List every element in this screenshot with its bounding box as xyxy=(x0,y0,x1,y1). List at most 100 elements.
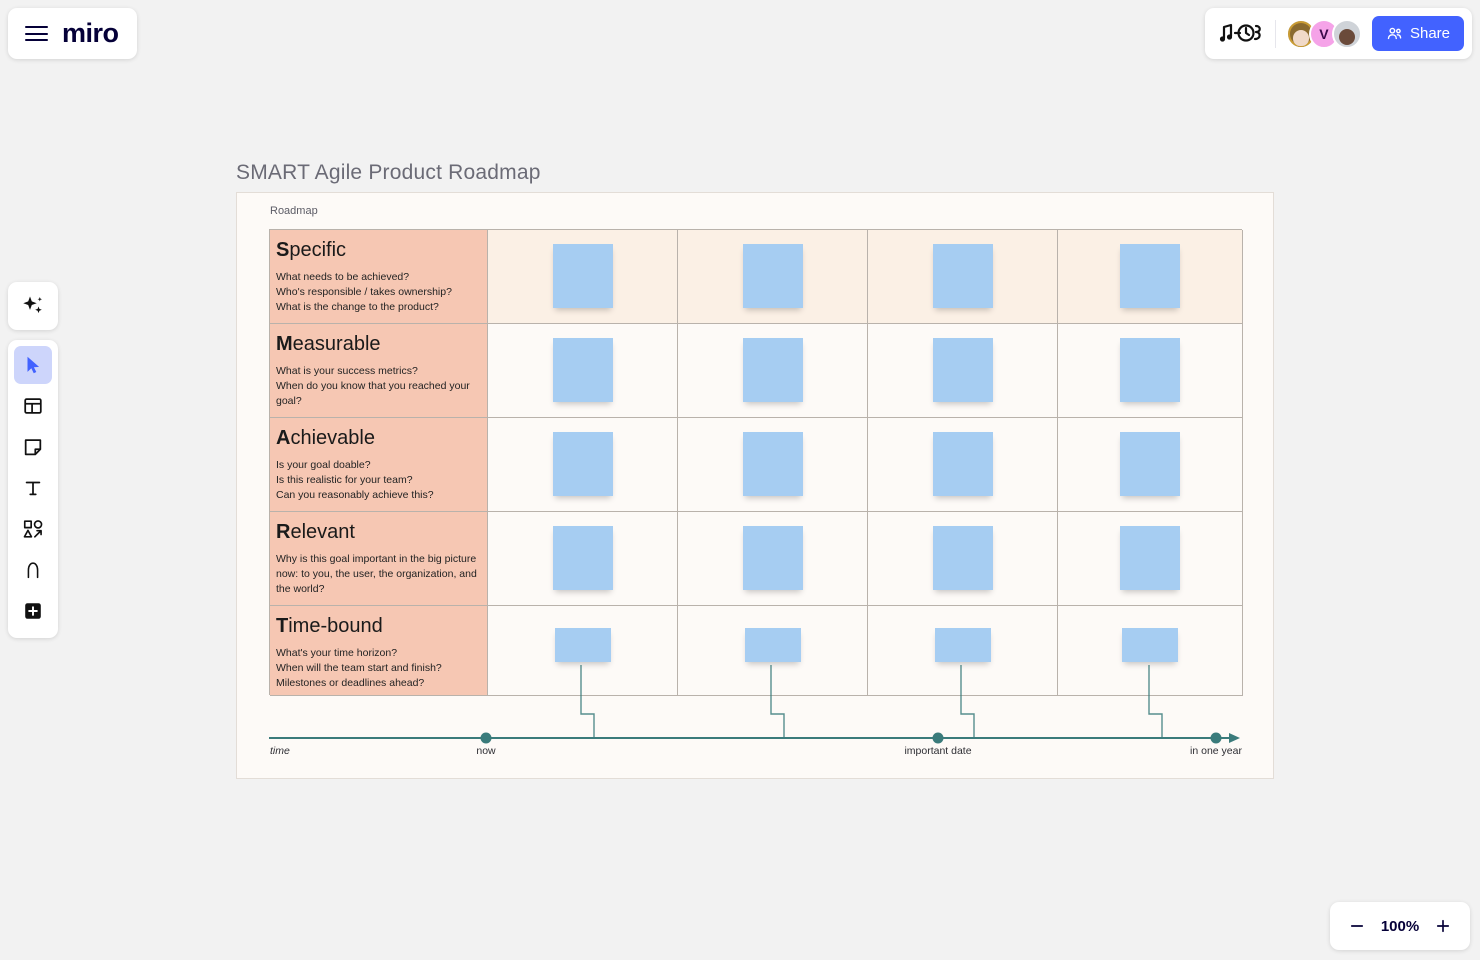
sticky-note[interactable] xyxy=(932,526,993,590)
zoom-level: 100% xyxy=(1380,917,1420,935)
tool-select[interactable] xyxy=(14,346,52,384)
roadmap-cell[interactable] xyxy=(488,418,678,512)
avatar[interactable] xyxy=(1331,18,1362,49)
smart-row-header[interactable]: Achievable Is your goal doable? Is this re… xyxy=(270,418,488,512)
roadmap-cell[interactable] xyxy=(488,324,678,418)
roadmap-cell[interactable] xyxy=(868,418,1058,512)
roadmap-cell[interactable] xyxy=(678,512,868,606)
roadmap-cell[interactable] xyxy=(678,418,868,512)
smart-row-questions: What's your time horizon?When will the t… xyxy=(276,646,479,691)
roadmap-cell[interactable] xyxy=(1058,230,1243,324)
sticky-note[interactable] xyxy=(1120,244,1180,308)
tool-more-apps[interactable] xyxy=(14,592,52,630)
page-title: SMART Agile Product Roadmap xyxy=(236,161,541,184)
timeline-marker-label: now xyxy=(476,745,496,757)
question-line: When do you know that you reached your g… xyxy=(276,379,470,407)
question-line: Is this realistic for your team? xyxy=(276,473,413,486)
left-toolbar xyxy=(8,340,58,638)
zoom-in-button[interactable] xyxy=(1426,909,1460,943)
sticky-note[interactable] xyxy=(1120,432,1180,496)
share-button[interactable]: Share xyxy=(1371,16,1464,51)
timeline-marker-label: important date xyxy=(904,745,972,757)
roadmap-cell[interactable] xyxy=(1058,606,1243,696)
roadmap-cell[interactable] xyxy=(1058,512,1243,606)
question-line: Can you reasonably achieve this? xyxy=(276,488,434,501)
roadmap-cell[interactable] xyxy=(868,606,1058,696)
sticky-note[interactable] xyxy=(1120,526,1180,590)
smart-row-title: Relevant xyxy=(276,521,355,543)
timeline-marker-dot[interactable] xyxy=(480,732,492,744)
plus-icon xyxy=(1436,919,1450,933)
question-line: Milestones or deadlines ahead? xyxy=(276,676,425,689)
timeline-arrowhead xyxy=(1229,733,1240,743)
avatar-group[interactable]: V xyxy=(1285,18,1362,49)
roadmap-cell[interactable] xyxy=(488,606,678,696)
roadmap-cell[interactable] xyxy=(678,324,868,418)
zoom-control: 100% xyxy=(1330,902,1470,950)
tool-shapes[interactable] xyxy=(14,510,52,548)
smart-row-title: Achievable xyxy=(276,427,375,449)
tool-text[interactable] xyxy=(14,469,52,507)
share-label: Share xyxy=(1409,25,1450,42)
roadmap-cell[interactable] xyxy=(678,230,868,324)
question-line: What is the change to the product? xyxy=(276,300,439,313)
timeline-axis-label: time xyxy=(270,745,290,757)
question-line: What's your time horizon? xyxy=(276,647,398,659)
hamburger-icon[interactable] xyxy=(25,26,48,41)
tool-sticky-note[interactable] xyxy=(14,428,52,466)
miro-logo: miro xyxy=(62,18,119,48)
smart-row-title: Time-bound xyxy=(276,615,383,637)
logo-menu-card: miro xyxy=(8,8,137,59)
sticky-note[interactable] xyxy=(932,338,993,402)
roadmap-cell[interactable] xyxy=(488,230,678,324)
sticky-note[interactable] xyxy=(932,432,993,496)
sticky-note[interactable] xyxy=(552,338,613,402)
roadmap-cell[interactable] xyxy=(868,230,1058,324)
timeline-marker-dot[interactable] xyxy=(932,732,944,744)
sticky-note[interactable] xyxy=(744,628,801,662)
sticky-note[interactable] xyxy=(742,526,803,590)
sticky-note[interactable] xyxy=(742,244,803,308)
smart-row-questions: Why is this goal important in the big pi… xyxy=(276,552,479,597)
tool-templates[interactable] xyxy=(14,387,52,425)
miro-ai-doodle-icon[interactable] xyxy=(1219,20,1265,48)
sparkles-ai-icon xyxy=(23,296,42,314)
plus-more-icon xyxy=(25,603,41,619)
roadmap-cell[interactable] xyxy=(1058,324,1243,418)
sticky-note[interactable] xyxy=(742,432,803,496)
roadmap-cell[interactable] xyxy=(678,606,868,696)
question-line: Who's responsible / takes ownership? xyxy=(276,285,452,298)
smart-row-questions: Is your goal doable? Is this realistic fo… xyxy=(276,458,479,503)
question-line: Is your goal doable? xyxy=(276,459,371,471)
text-icon xyxy=(25,481,41,496)
sticky-note[interactable] xyxy=(1120,338,1180,402)
sticky-note[interactable] xyxy=(1122,628,1178,662)
sticky-note[interactable] xyxy=(742,338,803,402)
timeline-marker-dot[interactable] xyxy=(1210,732,1222,744)
minus-icon xyxy=(1350,925,1364,927)
smart-row-questions: What is your success metrics? When do you… xyxy=(276,364,479,409)
roadmap-cell[interactable] xyxy=(868,324,1058,418)
sticky-note[interactable] xyxy=(932,244,993,308)
cursor-select-icon xyxy=(27,356,40,374)
question-line: What is your success metrics? xyxy=(276,365,418,377)
tool-miro-ai[interactable] xyxy=(8,282,58,330)
sticky-note[interactable] xyxy=(554,628,611,662)
smart-row-title: Specific xyxy=(276,239,347,261)
tool-pen[interactable] xyxy=(14,551,52,589)
zoom-out-button[interactable] xyxy=(1340,909,1374,943)
people-icon xyxy=(1387,27,1402,40)
roadmap-cell[interactable] xyxy=(1058,418,1243,512)
roadmap-cell[interactable] xyxy=(868,512,1058,606)
sticky-note[interactable] xyxy=(552,244,613,308)
sticky-note[interactable] xyxy=(934,628,991,662)
sticky-note[interactable] xyxy=(552,526,613,590)
roadmap-cell[interactable] xyxy=(488,512,678,606)
sticky-note[interactable] xyxy=(552,432,613,496)
